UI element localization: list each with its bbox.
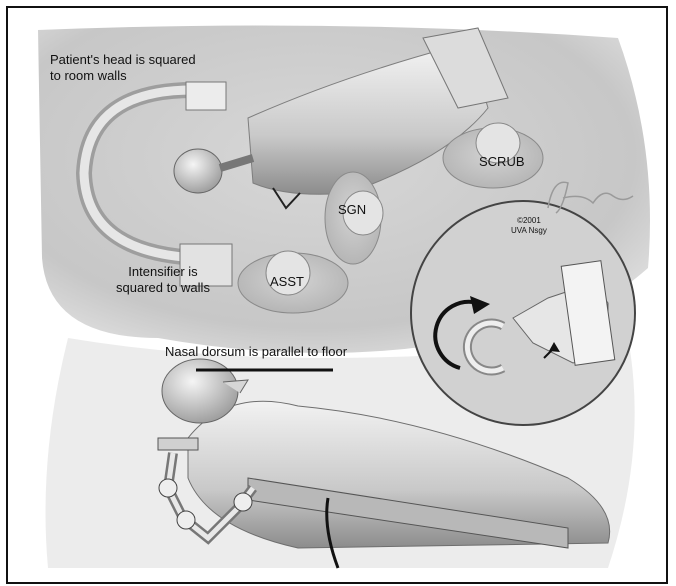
operating-room-illustration [8, 8, 668, 584]
illustration-frame: Patient's head is squared to room walls … [6, 6, 668, 584]
intensifier-label: Intensifier is squared to walls [116, 264, 210, 296]
scrub-label: SCRUB [479, 154, 525, 170]
patient-head-label: Patient's head is squared to room walls [50, 52, 196, 84]
nasal-dorsum-label: Nasal dorsum is parallel to floor [165, 344, 347, 360]
copyright-label: ©2001 UVA Nsgy [511, 216, 547, 236]
sgn-label: SGN [338, 202, 366, 218]
asst-label: ASST [270, 274, 304, 290]
